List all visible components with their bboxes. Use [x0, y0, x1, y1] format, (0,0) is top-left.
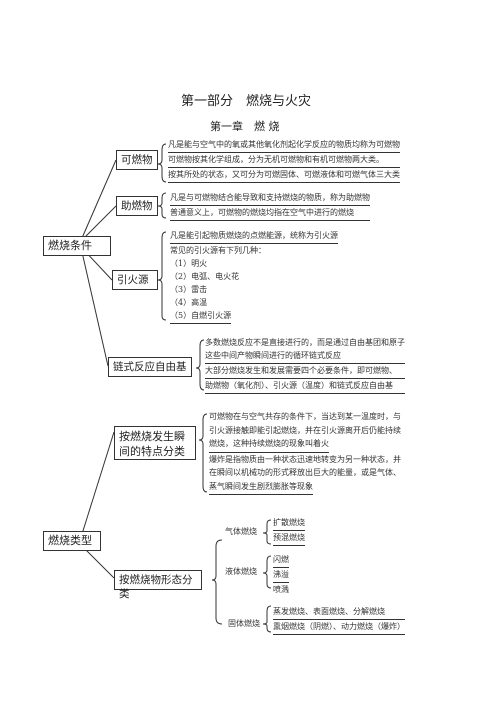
- ignition-note-2: 常见的引火源有下列几种：: [170, 246, 266, 255]
- brace-gas: [262, 519, 272, 545]
- solid-items: 蒸发燃烧、表面燃烧、分解燃烧 熏烟燃烧（阴燃）、动力燃烧（爆炸）: [273, 605, 405, 635]
- ignition-item-2: （2）电弧、电火花: [170, 272, 240, 281]
- ignition-item-1: （1）明火: [170, 259, 208, 268]
- instant-note-4: 爆炸是指物质由一种状态迅速地转变为另一种状态，并: [209, 454, 401, 464]
- link-form: [81, 545, 115, 579]
- brace-flash: [198, 413, 208, 493]
- ignition-notes: 凡是能引起物质燃烧的点燃能源，统称为引火源 常见的引火源有下列几种： （1）明火…: [170, 229, 338, 324]
- oxidizer-notes: 凡是与可燃物结合能导致和支持燃烧的物质，称为助燃物 普通意义上，可燃物的燃烧均指…: [170, 191, 370, 221]
- liquid-item-1: 闪燃: [273, 553, 289, 568]
- instant-note-2: 引火源接触即能引起燃烧，并在引火源离开后仍能持续: [209, 425, 401, 435]
- solid-item-2: 熏烟燃烧（阴燃）、动力燃烧（爆炸）: [273, 620, 405, 635]
- brace-form: [211, 539, 223, 625]
- chain-notes: 多数燃烧反应不是直接进行的，而是通过自由基团和原子 这些中间产物瞬间进行的循环链…: [205, 336, 405, 394]
- brace-chain: [195, 339, 205, 391]
- node-ignition-source: 引火源: [112, 270, 158, 290]
- gas-items: 扩散燃烧 预混燃烧: [273, 516, 305, 546]
- node-instant-classification: 按燃烧发生瞬 间的特点分类: [114, 426, 196, 460]
- node-combustible: 可燃物: [116, 150, 158, 170]
- combustible-notes: 凡是能与空气中的氧或其他氧化剂起化学反应的物质均称为可燃物 可燃物按其化学组成，…: [168, 138, 400, 183]
- ignition-note-1: 凡是能引起物质燃烧的点燃能源，统称为引火源: [170, 229, 338, 244]
- liquid-combustion-label: 液体燃烧: [225, 567, 257, 576]
- brace-solid: [262, 605, 272, 633]
- oxidizer-note-2: 普通意义上，可燃物的燃烧均指在空气中进行的燃烧: [170, 206, 370, 221]
- gas-combustion-label: 气体燃烧: [225, 527, 257, 536]
- brace-combustible: [157, 143, 167, 183]
- root-combustion-types: 燃烧类型: [43, 531, 101, 551]
- liquid-item-2: 沸溢: [273, 568, 289, 583]
- link-chain: [81, 251, 109, 367]
- liquid-item-3: 喷溅: [273, 585, 289, 594]
- link-oxidizer: [81, 205, 117, 241]
- liquid-items: 闪燃 沸溢 喷溅: [273, 553, 289, 596]
- root-combustion-conditions: 燃烧条件: [43, 236, 111, 256]
- instant-label-2: 间的特点分类: [119, 445, 185, 458]
- instant-notes: 可燃物在与空气共存的条件下，当达到某一温度时，与 引火源接触即能引起燃烧，并在引…: [209, 410, 401, 495]
- brace-liquid: [262, 555, 272, 589]
- chain-note-4: 助燃物（氧化剂）、引火源（温度）和链式反应自由基: [205, 379, 405, 394]
- combustible-note-3: 按其所处的状态，又可分为可燃固体、可燃液体和可燃气体三大类: [168, 168, 400, 183]
- gas-item-2: 预混燃烧: [273, 531, 305, 546]
- instant-note-1: 可燃物在与空气共存的条件下，当达到某一温度时，与: [209, 412, 401, 421]
- ignition-item-5: （5）自燃引火源: [170, 309, 232, 324]
- chain-note-2: 这些中间产物瞬间进行的循环链式反应: [205, 349, 405, 364]
- oxidizer-note-1: 凡是与可燃物结合能导致和支持燃烧的物质，称为助燃物: [170, 191, 370, 206]
- instant-note-6: 蒸气瞬间发生剧烈膨胀等现象: [209, 480, 313, 495]
- page-title: 第一部分 燃烧与火灾: [181, 94, 312, 109]
- node-oxidizer: 助燃物: [116, 196, 158, 216]
- instant-label-1: 按燃烧发生瞬: [119, 430, 185, 443]
- chain-note-1: 多数燃烧反应不是直接进行的，而是通过自由基团和原子: [205, 338, 405, 347]
- ignition-item-3: （3）雷击: [170, 285, 208, 294]
- chapter-title: 第一章 燃 烧: [210, 120, 280, 133]
- node-chain-reaction: 链式反应自由基: [108, 357, 192, 377]
- solid-item-1: 蒸发燃烧、表面燃烧、分解燃烧: [273, 605, 405, 620]
- solid-combustion-label: 固体燃烧: [228, 619, 260, 628]
- instant-note-5: 在瞬间以机械功的形式释放出巨大的能量，或是气体、: [209, 468, 401, 477]
- combustible-note-1: 凡是能与空气中的氧或其他氧化剂起化学反应的物质均称为可燃物: [168, 138, 400, 153]
- gas-item-1: 扩散燃烧: [273, 516, 305, 531]
- link-combustible: [81, 159, 117, 239]
- link-flash: [81, 431, 115, 535]
- node-form-classification: 按燃烧物形态分类: [114, 570, 202, 600]
- combustible-note-2: 可燃物按其化学组成，分为无机可燃物和有机可燃物两大类。: [168, 153, 400, 168]
- instant-note-3: 燃烧，这种持续燃烧的现象叫着火: [209, 437, 329, 453]
- brace-ignition: [157, 231, 167, 321]
- ignition-item-4: （4）高温: [170, 298, 208, 307]
- brace-oxidizer: [157, 192, 167, 219]
- chain-note-3: 大部分燃烧发生和发展需要四个必要条件，即可燃物、: [205, 364, 405, 379]
